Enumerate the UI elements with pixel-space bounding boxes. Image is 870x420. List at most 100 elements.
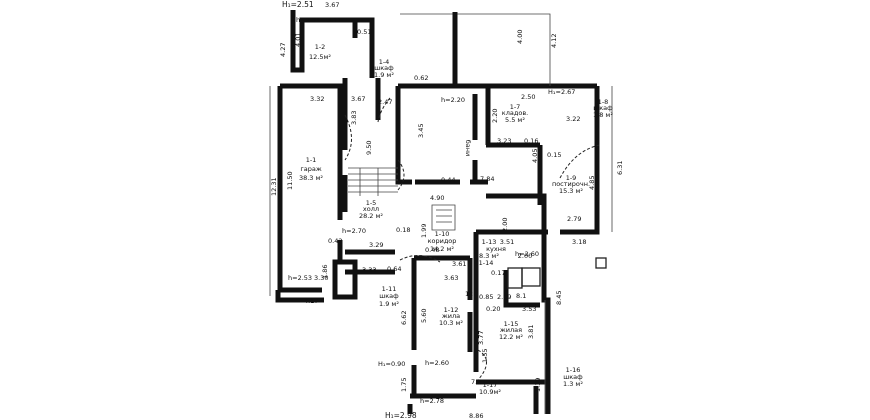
room-1-12-id: 1-12 [444, 306, 459, 314]
dim-label: 3.33 [362, 266, 376, 274]
room-1-13-name: кухня [486, 245, 506, 253]
room-1-5-area: 28.2 м² [359, 212, 383, 220]
dim-label: 0.18 [396, 226, 410, 234]
dim-label: 1.39 [534, 378, 542, 392]
dim-label: h=2.60 [515, 250, 539, 258]
dim-label: 3.67 [351, 95, 365, 103]
dim-label: 3.63 [444, 274, 458, 282]
dimension-labels: Н₁=2.51 3.67 h=2.31 3.11 0.51 4.27 4.01 … [270, 0, 624, 420]
dim-label: 3.30 [314, 274, 328, 282]
dim-label: h=2.70 [342, 227, 366, 235]
room-1-13-area: 8.3 м² [479, 252, 499, 260]
room-1-15-id: 1-15 [504, 320, 519, 328]
dim-label: 3.77 [477, 331, 485, 345]
dim-label: 4.85 [588, 176, 596, 190]
dim-label: 4.17 [304, 297, 318, 305]
dim-label: 0.15 [547, 151, 561, 159]
room-1-5-name: холл [363, 205, 379, 213]
dim-label: 2.00 [501, 218, 509, 232]
dim-label: 12.31 [270, 177, 278, 196]
room-1-1-name: гараж [300, 165, 322, 173]
dim-label: 6.62 [400, 311, 408, 325]
room-1-17-area: 10.9м² [479, 388, 501, 396]
room-1-16-area: 1.3 м² [563, 380, 583, 388]
dim-label: 1.55 [481, 349, 489, 363]
room-1-9-name: постирочн. [552, 180, 590, 188]
room-1-13-height: 2.00 [518, 252, 532, 260]
dim-label: 0.85 [479, 293, 493, 301]
room-1-2-id: 1-2 [315, 43, 326, 51]
dim-label: 2.47 [378, 98, 392, 106]
room-1-9-id: 1-9 [566, 174, 577, 182]
dim-label: 2.50 [521, 93, 535, 101]
dim-label: H₁=2.67 [548, 88, 575, 96]
dim-label: 4.01 [294, 33, 302, 47]
dim-label: 4.27 [279, 43, 287, 57]
walls [269, 10, 613, 414]
dim-label: 3.81 [527, 325, 535, 339]
room-1-7-name: кладов. [502, 109, 528, 117]
dim-label: 3.23 [497, 137, 511, 145]
dim-label: h=2.31 [296, 16, 320, 24]
room-1-10-area: 14.2 м² [430, 245, 454, 253]
room-1-11-name: шкаф [379, 292, 399, 300]
dim-label: 6.31 [616, 161, 624, 175]
room-1-16-name: шкаф [563, 373, 583, 381]
dim-label: 12 [465, 290, 473, 298]
dim-label: 0.51 [357, 28, 371, 36]
dim-label: h=2.78 [420, 397, 444, 405]
dim-label: 3.18 [572, 238, 586, 246]
dim-label: 3.32 [310, 95, 324, 103]
room-1-15-area: 12.2 м² [499, 333, 523, 341]
room-1-2-area: 12.5м² [309, 53, 331, 61]
room-1-7-id: 1-7 [510, 103, 521, 111]
dim-label: 3.67 [325, 1, 339, 9]
room-1-8-name: шкаф [593, 104, 613, 112]
room-1-8-id: 1-8 [598, 98, 609, 106]
dim-label: 3.11 [327, 16, 341, 24]
dim-label: 0.62 [414, 74, 428, 82]
room-1-15-name: жилая [500, 326, 522, 334]
dim-label: 1.86 [321, 265, 329, 279]
room-1-1-id: 1-1 [306, 156, 317, 164]
room-1-11-id: 1-11 [382, 285, 397, 293]
room-1-10-id: 1-10 [435, 230, 450, 238]
dim-label: 9.50 [365, 141, 373, 155]
room-1-7-area: 5.5 м² [505, 116, 525, 124]
room-1-13-id: 1-13 [482, 238, 497, 246]
room-1-14-id: 1-14 [479, 259, 494, 267]
dim-label: 8.45 [555, 291, 563, 305]
room-1-9-area: 15.3 м² [559, 187, 583, 195]
dim-label: 2.79 [567, 215, 581, 223]
dim-label: 0.64 [387, 265, 401, 273]
room-1-5-id: 1-5 [366, 199, 377, 207]
room-1-1-area: 38.3 м² [299, 174, 323, 182]
dim-label: 5.60 [420, 309, 428, 323]
room-labels: 1-1 гараж 38.3 м² 1-2 12.5м² 1-4 шкаф 1.… [299, 43, 613, 396]
dim-label: h=2.60 [425, 359, 449, 367]
dim-label: 0.48 [425, 246, 439, 254]
dim-label: 0.16 [524, 137, 538, 145]
room-1-11-area: 1.9 м² [379, 300, 399, 308]
dim-h-bottom: H₁=2.98 [385, 411, 417, 420]
door-swing [377, 97, 391, 123]
dim-label: 2.39 [497, 293, 511, 301]
room-1-4-area: 1.9 м² [374, 71, 394, 79]
dim-label: 8.1 [516, 292, 526, 300]
room-1-12-area: 10.3 м² [439, 319, 463, 327]
dim-label: 1.99 [420, 224, 428, 238]
room-vertical-label: бани [464, 140, 472, 156]
dim-label: 3.29 [369, 241, 383, 249]
dim-label: 2.20 [491, 109, 499, 123]
bath-fixture [521, 267, 541, 287]
staircase [348, 167, 456, 231]
dim-label: 3.83 [350, 111, 358, 125]
dim-label: 11.50 [286, 171, 294, 190]
garage-pillar [332, 259, 358, 300]
door-swing [477, 349, 487, 381]
room-1-12-name: жила [442, 312, 460, 320]
dim-label: h=2.20 [441, 96, 465, 104]
dim-label: 0.17 [491, 269, 505, 277]
